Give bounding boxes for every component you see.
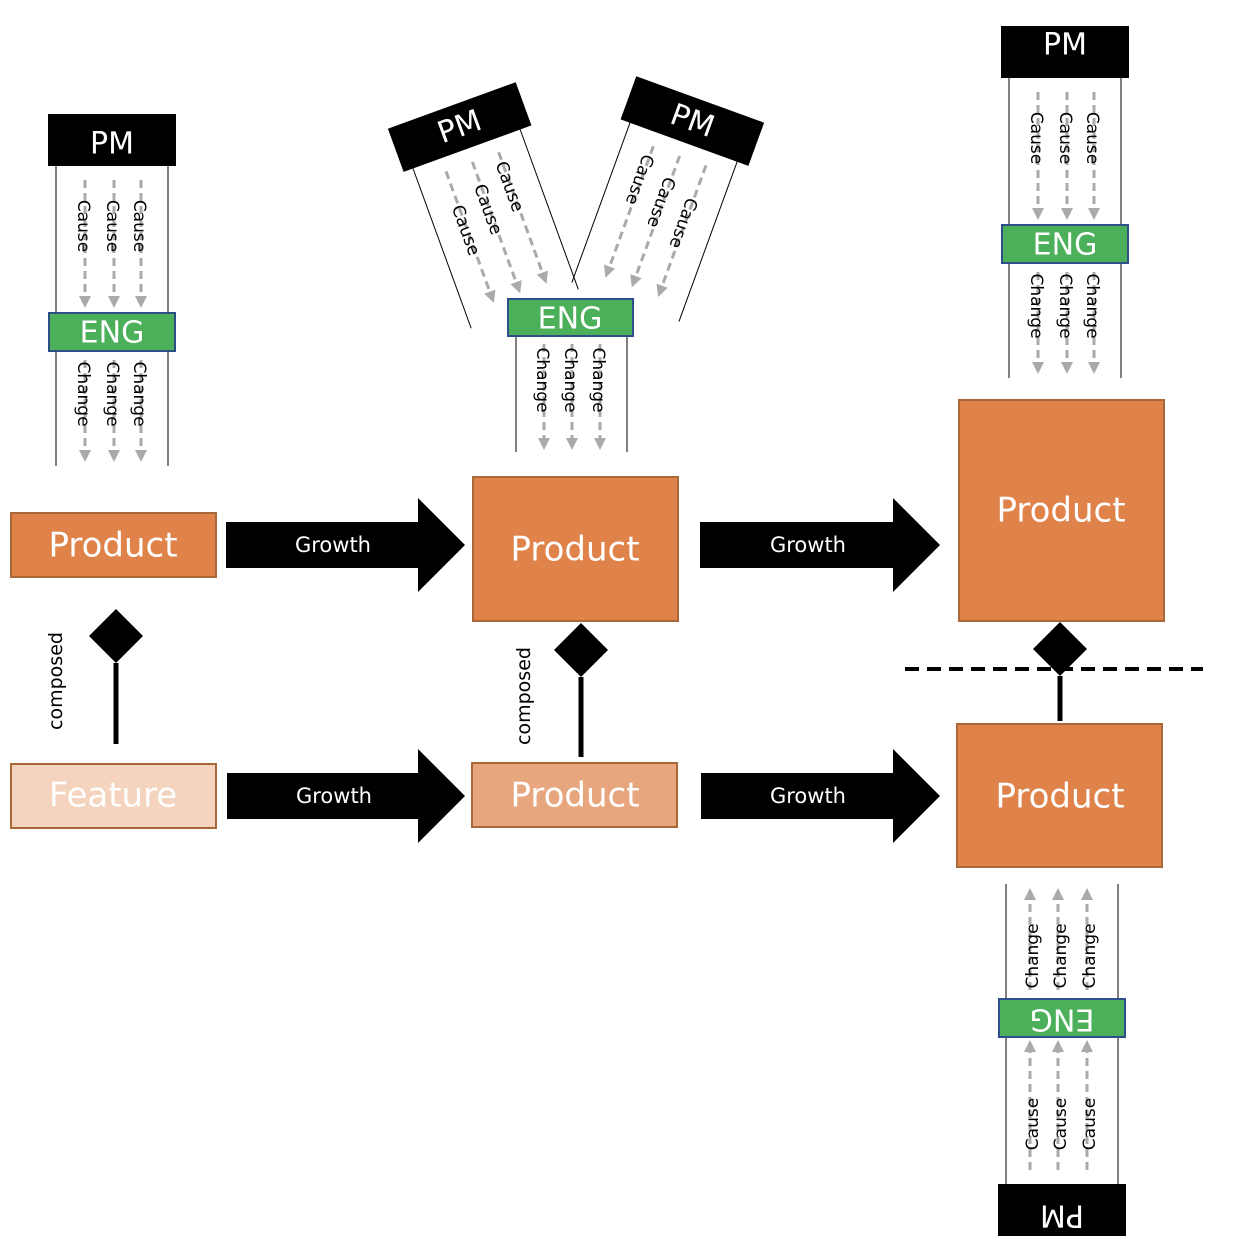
cause-arrows: Cause Cause Cause <box>73 180 149 308</box>
eng-box <box>998 998 1126 1038</box>
change-label: Change <box>560 347 580 412</box>
channel-line <box>678 159 739 322</box>
eng-label: ENG <box>80 316 145 351</box>
change-arrows: Change Change Change <box>1023 888 1100 990</box>
pm-group-left: PM Cause Cause Cause <box>387 82 579 329</box>
change-label: Change <box>73 361 93 426</box>
growth-label: Growth <box>296 784 372 808</box>
cause-label: Cause <box>1080 1098 1100 1150</box>
node-row1-product-1[interactable]: Product <box>10 512 217 578</box>
eng-box <box>1001 224 1129 264</box>
eng-label: ENG <box>1033 228 1098 263</box>
cause-arrow <box>497 151 549 284</box>
growth-label: Growth <box>295 533 371 557</box>
node-label: Product <box>995 777 1124 817</box>
channel-line <box>571 120 632 283</box>
change-label: Change <box>129 361 149 426</box>
team-4: Change Change Change ENG Cause Cause Cau… <box>998 884 1126 1236</box>
team-1: PM Cause Cause Cause ENG Change Change C… <box>48 114 176 466</box>
eng-label: ENG <box>538 302 603 337</box>
eng-label: ENG <box>1030 1002 1095 1037</box>
node-row2-product-3[interactable]: Product <box>956 723 1163 868</box>
cause-label: Cause <box>1026 112 1046 164</box>
node-label: Product <box>48 526 177 566</box>
change-label: Change <box>1026 273 1046 338</box>
team-3: PM Cause Cause Cause ENG Change Change C… <box>1001 26 1129 378</box>
channel-line <box>518 127 579 290</box>
growth-arrow-row2-1: Growth <box>227 749 465 843</box>
pm-group-right: PM Cause Cause Cause <box>571 76 765 322</box>
channel-line <box>411 166 472 329</box>
composition-connector-1: composed <box>45 609 143 744</box>
eng-box <box>507 298 634 337</box>
cause-label: Cause <box>1055 112 1075 164</box>
change-label: Change <box>1082 273 1102 338</box>
composition-diamond-icon <box>89 609 143 663</box>
growth-label: Growth <box>770 533 846 557</box>
cause-arrows: Cause Cause Cause <box>1026 92 1102 220</box>
eng-box <box>48 312 176 352</box>
composed-label: composed <box>513 647 535 745</box>
pm-label: PM <box>90 127 134 162</box>
node-row1-product-3[interactable]: Product <box>958 399 1165 622</box>
node-label: Product <box>510 530 639 570</box>
node-row1-product-2[interactable]: Product <box>472 476 679 622</box>
change-arrows: Change Change Change <box>532 344 608 450</box>
change-label: Change <box>1055 273 1075 338</box>
change-label: Change <box>1051 923 1071 988</box>
growth-arrow-row2-2: Growth <box>701 749 940 843</box>
cause-label: Cause <box>102 200 122 252</box>
composition-diamond-icon <box>1033 622 1087 676</box>
cause-arrow <box>630 155 682 288</box>
cause-arrows: Cause Cause Cause <box>1023 1040 1100 1170</box>
composition-diamond-icon <box>554 623 608 677</box>
cause-label: Cause <box>1082 112 1102 164</box>
node-row2-feature[interactable]: Feature <box>10 763 217 829</box>
change-label: Change <box>1023 923 1043 988</box>
cause-label: Cause <box>129 200 149 252</box>
growth-label: Growth <box>770 784 846 808</box>
change-label: Change <box>532 347 552 412</box>
cause-arrow <box>656 164 708 297</box>
cause-label: Cause <box>1023 1098 1043 1150</box>
growth-arrow-row1-2: Growth <box>700 498 940 592</box>
change-arrows: Change Change Change <box>73 360 149 462</box>
growth-arrow-row1-1: Growth <box>226 498 465 592</box>
node-label: Product <box>996 491 1125 531</box>
pm-box <box>998 1184 1126 1236</box>
change-label: Change <box>1080 923 1100 988</box>
change-arrows: Change Change Change <box>1026 272 1102 374</box>
pm-label: PM <box>1043 28 1087 63</box>
pm-box <box>620 76 765 166</box>
node-label: Feature <box>49 776 177 816</box>
pm-box <box>1001 26 1129 78</box>
cause-label: Cause <box>73 200 93 252</box>
change-label: Change <box>588 347 608 412</box>
composition-connector-2: composed <box>513 623 608 757</box>
pm-label: PM <box>1040 1198 1084 1233</box>
composed-label: composed <box>45 632 67 730</box>
cause-arrow <box>444 170 496 303</box>
cause-arrow <box>603 145 655 278</box>
cause-label: Cause <box>1051 1098 1071 1150</box>
pm-box <box>387 82 532 172</box>
node-row2-product-2[interactable]: Product <box>471 762 678 828</box>
change-label: Change <box>102 361 122 426</box>
team-2: PM Cause Cause Cause PM Cause Cause Caus… <box>387 76 765 452</box>
cause-arrow <box>470 161 522 294</box>
composition-connector-3 <box>905 622 1203 721</box>
pm-box <box>48 114 176 166</box>
node-label: Product <box>510 776 639 816</box>
